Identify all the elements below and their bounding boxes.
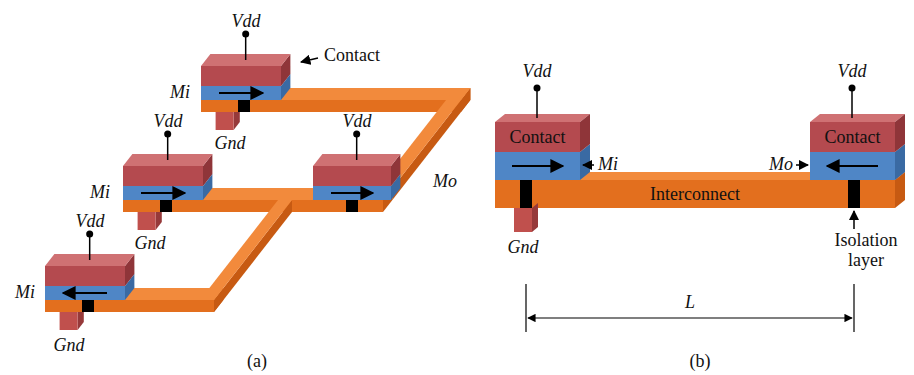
- interconnect-bar: Interconnect: [495, 180, 895, 208]
- interconnect-top: [200, 200, 292, 300]
- subfigure-label: (a): [247, 352, 267, 372]
- supply-label: Vdd: [76, 212, 105, 232]
- magnet-label: Mi: [15, 283, 35, 303]
- supply-wire: [167, 134, 169, 160]
- isolation-layer: [82, 300, 94, 312]
- ground-label: Gnd: [135, 234, 166, 254]
- magnet-arrow: [512, 165, 563, 167]
- contact-top: [495, 114, 590, 122]
- interconnect: [123, 200, 383, 212]
- leader-arrow: [796, 164, 808, 166]
- ground-label: Gnd: [54, 336, 85, 356]
- supply-wire: [851, 88, 853, 118]
- isolation-layer: [848, 180, 860, 208]
- gnd-pillar: [514, 208, 532, 232]
- input-magnet: [495, 152, 580, 180]
- node-text: Contact: [825, 127, 881, 148]
- magnet-arrow: [331, 192, 373, 194]
- leader-arrow: [301, 58, 318, 62]
- magnet-arrow: [141, 192, 185, 194]
- supply-label: Vdd: [343, 112, 372, 132]
- magnet-arrow: [63, 292, 107, 294]
- supply-wire: [356, 134, 358, 160]
- contact: [201, 66, 281, 86]
- interconnect: [201, 100, 461, 112]
- contact-box: Contact: [495, 122, 580, 152]
- contact: [45, 266, 125, 286]
- supply-label: Vdd: [523, 62, 552, 82]
- contact-top: [810, 114, 905, 122]
- node-text: Contact: [510, 127, 566, 148]
- contact: [123, 166, 203, 186]
- terminal-dot: [164, 131, 171, 138]
- leader-arrow: [853, 211, 855, 229]
- interconnect-side: [214, 200, 292, 312]
- terminal-dot: [86, 231, 93, 238]
- magnet-label: Mo: [433, 172, 457, 192]
- nanomagnet: [313, 186, 391, 200]
- nanomagnet: [45, 286, 125, 300]
- magnet-label: Mi: [598, 155, 618, 175]
- terminal-dot: [534, 85, 541, 92]
- part-label: Contact: [324, 46, 380, 66]
- gnd-pillar: [138, 210, 156, 230]
- contact-box: Contact: [810, 122, 895, 152]
- magnet-arrow: [219, 92, 263, 94]
- supply-label: Vdd: [838, 62, 867, 82]
- node-text: Interconnect: [650, 184, 740, 205]
- dimension-tick: [525, 284, 526, 332]
- magnet-label: Mo: [769, 155, 793, 175]
- ground-label: Gnd: [215, 134, 246, 154]
- isolation-layer: [520, 180, 532, 208]
- terminal-dot: [242, 31, 249, 38]
- interconnect-front: [495, 180, 895, 208]
- supply-wire: [536, 88, 538, 118]
- nanomagnet: [201, 86, 281, 100]
- gnd-pillar-side: [532, 203, 538, 232]
- dimension-label: L: [685, 293, 695, 313]
- terminal-dot: [849, 85, 856, 92]
- supply-label: Vdd: [232, 12, 261, 32]
- isolation-layer: [160, 200, 172, 212]
- isolation-layer: [346, 200, 358, 212]
- supply-wire: [89, 234, 91, 260]
- dimension-tick: [853, 284, 854, 332]
- contact: [313, 166, 391, 186]
- magnet-label: Mi: [90, 183, 110, 203]
- output-magnet: [810, 152, 895, 180]
- supply-label: Vdd: [154, 112, 183, 132]
- contact-side: [580, 114, 590, 152]
- gnd-pillar: [60, 310, 78, 330]
- dimension-line: [528, 317, 852, 318]
- contact-side: [895, 114, 905, 152]
- terminal-dot: [353, 131, 360, 138]
- leader-arrow: [583, 164, 594, 166]
- interconnect: [45, 300, 214, 312]
- nanomagnet: [123, 186, 203, 200]
- interconnect-side: [392, 88, 470, 200]
- part-label: Isolation layer: [827, 231, 905, 271]
- ground-label: Gnd: [508, 238, 539, 258]
- subfigure-label: (b): [690, 352, 711, 372]
- magnet-label: Mi: [170, 83, 190, 103]
- isolation-layer: [238, 100, 250, 112]
- supply-wire: [245, 34, 247, 60]
- magnet-arrow: [827, 165, 878, 167]
- gnd-pillar: [216, 110, 234, 130]
